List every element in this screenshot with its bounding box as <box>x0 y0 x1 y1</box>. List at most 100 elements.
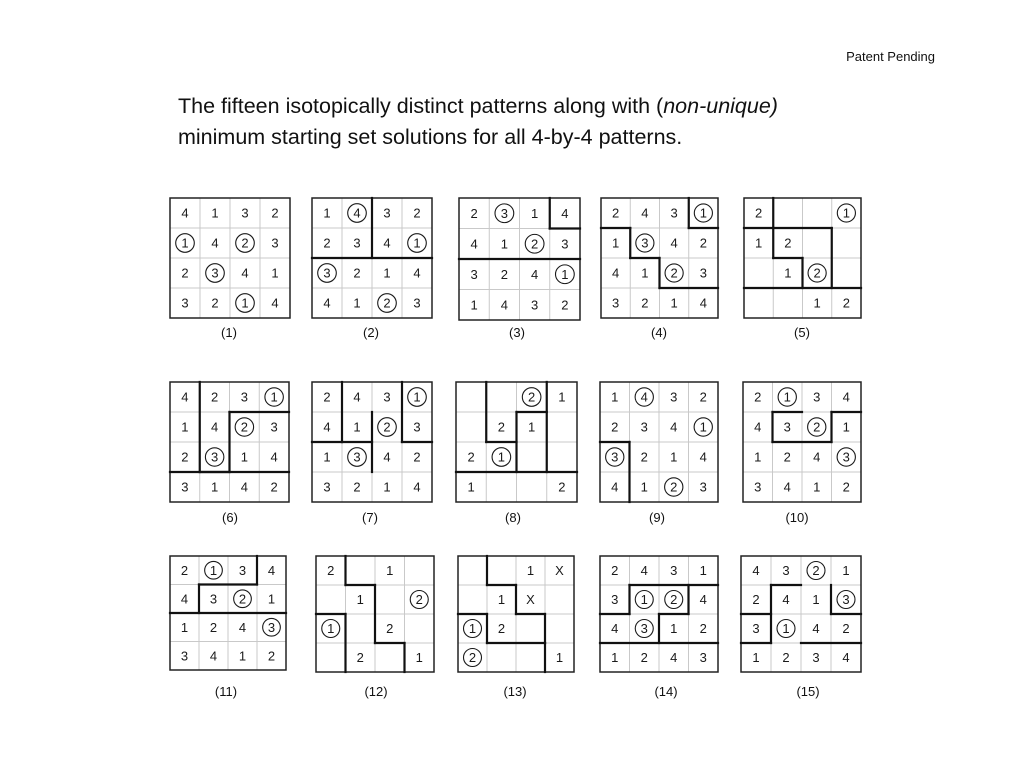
cell-value: 1 <box>241 450 248 465</box>
puzzle-caption: (2) <box>341 325 401 340</box>
cell-value: 2 <box>700 621 707 636</box>
cell-value: 4 <box>641 563 648 578</box>
cell-value: 4 <box>353 390 360 405</box>
patent-pending-note: Patent Pending <box>846 49 935 64</box>
puzzle-board: 21121212 <box>744 198 861 318</box>
cell-value: 4 <box>501 297 508 312</box>
title-line1-text: The fifteen isotopically distinct patter… <box>178 94 663 118</box>
cell-value: 3 <box>268 620 275 635</box>
cell-value: 4 <box>413 266 420 281</box>
puzzle-board: 4132142323413214 <box>170 198 290 318</box>
cell-value: 4 <box>241 480 248 495</box>
cell-value: 1 <box>814 296 821 311</box>
cell-value: 2 <box>268 648 275 663</box>
cell-value: 3 <box>812 650 819 665</box>
puzzle-grid-8: 21212112 <box>456 382 577 502</box>
cell-value: 2 <box>612 206 619 221</box>
puzzle-board: 2431312443121243 <box>600 556 718 672</box>
puzzle-caption: (6) <box>200 510 260 525</box>
puzzle-grid-9: 1432234132144123 <box>600 382 718 502</box>
cell-value: 3 <box>612 296 619 311</box>
cell-value: 4 <box>611 480 618 495</box>
puzzle-grid-2: 1432234132144123 <box>312 198 432 318</box>
cell-value: 1 <box>561 267 568 282</box>
cell-value: 4 <box>181 591 188 606</box>
cell-value: 1 <box>469 621 476 636</box>
cell-value: 1 <box>353 296 360 311</box>
cell-value: 1 <box>556 650 563 665</box>
puzzle-board: 2134432112433412 <box>170 556 286 670</box>
cell-value: 3 <box>241 206 248 221</box>
cell-value: 3 <box>754 480 761 495</box>
cell-value: 4 <box>271 450 278 465</box>
title-line1-italic: non-unique) <box>663 94 778 118</box>
cell-value: 4 <box>784 480 791 495</box>
cell-value: 3 <box>181 296 188 311</box>
cell-value: 4 <box>612 266 619 281</box>
cell-value: 1 <box>812 592 819 607</box>
cell-value: 2 <box>842 621 849 636</box>
puzzle-caption: (8) <box>483 510 543 525</box>
cell-value: 2 <box>843 480 850 495</box>
puzzle-caption: (7) <box>340 510 400 525</box>
cell-value: 3 <box>271 420 278 435</box>
cell-value: 1 <box>471 297 478 312</box>
cell-value: 1 <box>782 621 789 636</box>
cell-value: 1 <box>413 390 420 405</box>
cell-value: 4 <box>843 390 850 405</box>
cell-value: 4 <box>181 206 188 221</box>
cell-value: 1 <box>498 450 505 465</box>
cell-value: 2 <box>784 450 791 465</box>
cell-value: 2 <box>814 266 821 281</box>
cell-value: 2 <box>383 296 390 311</box>
puzzle-grid-15: 4321241331421234 <box>741 556 861 672</box>
cell-value: 2 <box>611 420 618 435</box>
cell-value: 4 <box>323 420 330 435</box>
cell-value: 1 <box>531 206 538 221</box>
cell-value: 4 <box>641 390 648 405</box>
cell-value: 3 <box>611 450 618 465</box>
puzzle-caption: (9) <box>627 510 687 525</box>
cell-value: 2 <box>671 266 678 281</box>
cell-value: 1 <box>558 390 565 405</box>
cell-value: 2 <box>641 450 648 465</box>
cell-value: 3 <box>353 450 360 465</box>
cell-value: 2 <box>561 297 568 312</box>
cell-value: 4 <box>700 592 707 607</box>
puzzle-caption: (3) <box>487 325 547 340</box>
cell-value: 2 <box>386 621 393 636</box>
cell-value: 3 <box>671 206 678 221</box>
cell-value: 2 <box>498 420 505 435</box>
cell-value: 2 <box>416 592 423 607</box>
puzzle-caption: (13) <box>485 684 545 699</box>
cell-value: 1 <box>700 563 707 578</box>
cell-value: 2 <box>670 480 677 495</box>
page-title: The fifteen isotopically distinct patter… <box>178 91 898 153</box>
cell-value: 4 <box>383 236 390 251</box>
cell-value: 1 <box>700 420 707 435</box>
puzzle-grid-3: 2314412332411432 <box>459 198 580 320</box>
cell-value: 2 <box>752 592 759 607</box>
cell-value: 4 <box>812 621 819 636</box>
puzzle-grid-13: 1X1X1221 <box>458 556 574 672</box>
puzzle-grid-4: 2431134241233214 <box>601 198 718 318</box>
puzzle-caption: (10) <box>767 510 827 525</box>
cell-value: 1 <box>181 236 188 251</box>
cell-value: 2 <box>641 650 648 665</box>
cell-value: 2 <box>181 450 188 465</box>
cell-value: 1 <box>641 592 648 607</box>
cell-value: 4 <box>241 266 248 281</box>
cell-value: 1 <box>784 390 791 405</box>
cell-value: 1 <box>241 296 248 311</box>
cell-value: 2 <box>413 450 420 465</box>
cell-value: 2 <box>641 296 648 311</box>
cell-value: 2 <box>271 206 278 221</box>
cell-value: 1 <box>843 420 850 435</box>
cell-value: 4 <box>671 236 678 251</box>
cell-value: 2 <box>498 621 505 636</box>
cell-value: 4 <box>531 267 538 282</box>
cell-value: 3 <box>383 206 390 221</box>
puzzle-grid-10: 2134432112433412 <box>743 382 861 502</box>
cell-value: 1 <box>754 450 761 465</box>
cell-value: 4 <box>670 420 677 435</box>
